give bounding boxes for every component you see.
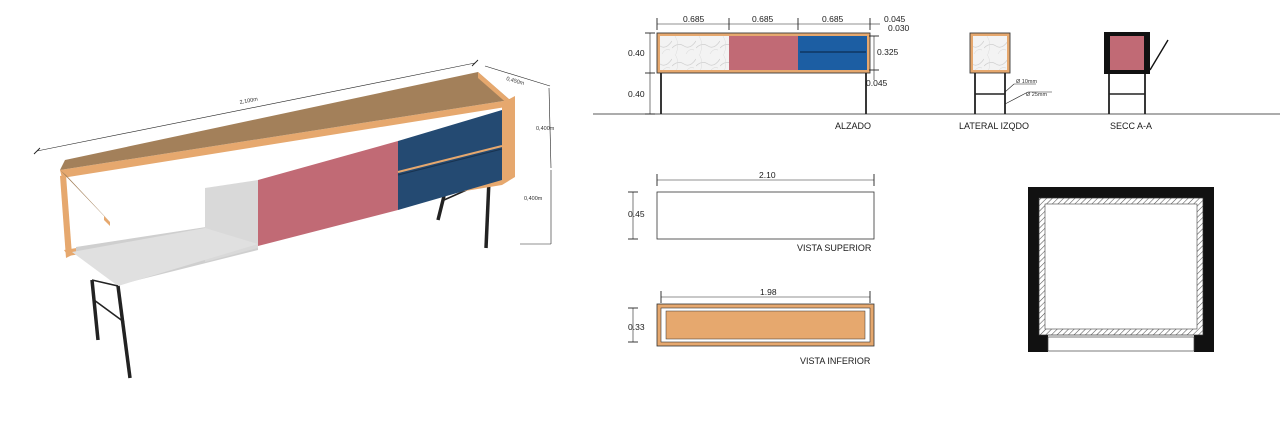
perspective-depth-label: 0,450m [505, 76, 525, 87]
inferior-height-label: 0.33 [628, 322, 645, 332]
superior-outline [656, 191, 875, 240]
lateral-note-25mm: Ø 25mm [1026, 92, 1048, 98]
leg-link-left [91, 279, 119, 287]
pink-panel [729, 36, 798, 70]
leg-back-right [484, 179, 491, 249]
alzado-view: 0.685 0.685 0.685 0.045 0.030 0.40 0.40 … [628, 14, 910, 131]
wood-top-surface [60, 72, 510, 170]
blue-panel [798, 36, 867, 70]
superior-width-label: 2.10 [759, 170, 776, 180]
leg-back-mid [436, 195, 446, 221]
top-left-overhang [60, 170, 110, 222]
perspective-view: 2,100m 0,450m 0,400m 0,400m [33, 59, 555, 379]
superior-caption: VISTA SUPERIOR [797, 243, 872, 253]
alzado-right-height-1: 0.325 [877, 47, 899, 57]
lateral-marble-panel [973, 36, 1007, 70]
lateral-caption: LATERAL IZQDO [959, 121, 1029, 131]
top-side-edge [478, 72, 510, 106]
marble-panel [660, 36, 729, 70]
lateral-view: Ø 10mm Ø 25mm LATERAL IZQDO [959, 32, 1052, 131]
inferior-caption: VISTA INFERIOR [800, 356, 871, 366]
vista-superior-view: 2.10 0.45 VISTA SUPERIOR [628, 170, 875, 253]
blue-shelf [397, 145, 503, 173]
front-top-rail [60, 100, 512, 178]
leg-brace-left [93, 299, 125, 323]
alzado-height-body: 0.40 [628, 48, 645, 58]
section-pink-panel [1110, 36, 1144, 70]
perspective-leg-height-label: 0,400m [524, 196, 543, 202]
leg-front-mid [116, 285, 132, 379]
section-view: SECC A-A [1104, 32, 1169, 131]
alzado-caption: ALZADO [835, 121, 871, 131]
alzado-right-height-2: 0.045 [866, 78, 888, 88]
right-end-panel [502, 96, 515, 185]
inferior-bottom-panel [665, 310, 866, 340]
perspective-length-label: 2,100m [239, 96, 259, 105]
alzado-right-width-1: 0.045 [884, 14, 906, 24]
section-caption: SECC A-A [1110, 121, 1152, 131]
alzado-right-width-2: 0.030 [888, 23, 910, 33]
alzado-width-1: 0.685 [683, 14, 705, 24]
inferior-width-label: 1.98 [760, 287, 777, 297]
left-bottom-face [72, 228, 258, 286]
top-left-edge [104, 216, 110, 226]
left-end-panel [60, 175, 72, 258]
vista-inferior-view: 1.98 0.33 VISTA INFERIOR [628, 287, 875, 366]
leg-front-left [90, 279, 100, 341]
alzado-width-2: 0.685 [752, 14, 774, 24]
pink-sliding-door [258, 141, 398, 246]
lateral-note-10mm: Ø 10mm [1016, 79, 1038, 85]
alzado-height-legs: 0.40 [628, 89, 645, 99]
plan-section-detail [1028, 187, 1214, 352]
perspective-body-height-label: 0,400m [536, 126, 555, 132]
alzado-width-3: 0.685 [822, 14, 844, 24]
superior-height-label: 0.45 [628, 209, 645, 219]
